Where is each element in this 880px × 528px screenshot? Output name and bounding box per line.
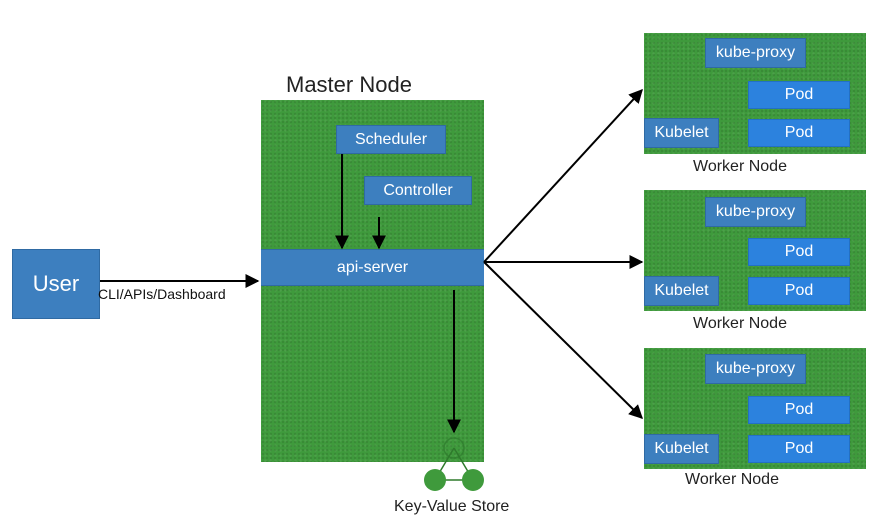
pod-label: Pod xyxy=(784,440,814,457)
worker-3-pod-2: Pod xyxy=(748,435,850,463)
worker-1-pod-2: Pod xyxy=(748,119,850,147)
kubelet-label: Kubelet xyxy=(654,124,709,141)
worker-2-kube-proxy: kube-proxy xyxy=(705,197,806,227)
worker-2-pod-2: Pod xyxy=(748,277,850,305)
scheduler-box: Scheduler xyxy=(336,125,446,154)
worker-3-kube-proxy: kube-proxy xyxy=(705,354,806,384)
user-box: User xyxy=(12,249,100,319)
worker-3-pod-1: Pod xyxy=(748,396,850,424)
arrow-api-to-worker-3 xyxy=(483,261,643,419)
worker-1-kubelet: Kubelet xyxy=(644,118,719,148)
controller-label: Controller xyxy=(383,181,453,199)
kube-proxy-label: kube-proxy xyxy=(715,360,796,377)
pod-label: Pod xyxy=(784,124,814,141)
api-server-box: api-server xyxy=(261,249,484,286)
worker-1-kube-proxy: kube-proxy xyxy=(705,38,806,68)
arrow-api-to-worker-1 xyxy=(483,88,643,263)
worker-node-2-label: Worker Node xyxy=(693,315,787,332)
key-value-store-icon xyxy=(424,437,484,491)
kube-proxy-label: kube-proxy xyxy=(715,203,796,220)
controller-box: Controller xyxy=(364,176,472,205)
pod-label: Pod xyxy=(784,86,814,103)
scheduler-label: Scheduler xyxy=(354,130,428,148)
worker-3-kubelet: Kubelet xyxy=(644,434,719,464)
worker-node-1-label: Worker Node xyxy=(693,158,787,175)
pod-label: Pod xyxy=(784,401,814,418)
api-server-label: api-server xyxy=(336,258,409,276)
key-value-store-label: Key-Value Store xyxy=(394,498,510,515)
worker-1-pod-1: Pod xyxy=(748,81,850,109)
kube-proxy-label: kube-proxy xyxy=(715,44,796,61)
connection-label: CLI/APIs/Dashboard xyxy=(98,286,226,302)
pod-label: Pod xyxy=(784,243,814,260)
worker-2-kubelet: Kubelet xyxy=(644,276,719,306)
worker-node-3-label: Worker Node xyxy=(685,471,779,488)
user-label: User xyxy=(32,271,80,296)
worker-2-pod-1: Pod xyxy=(748,238,850,266)
master-node-title: Master Node xyxy=(286,72,412,97)
kubelet-label: Kubelet xyxy=(654,440,709,457)
pod-label: Pod xyxy=(784,282,814,299)
kubelet-label: Kubelet xyxy=(654,282,709,299)
